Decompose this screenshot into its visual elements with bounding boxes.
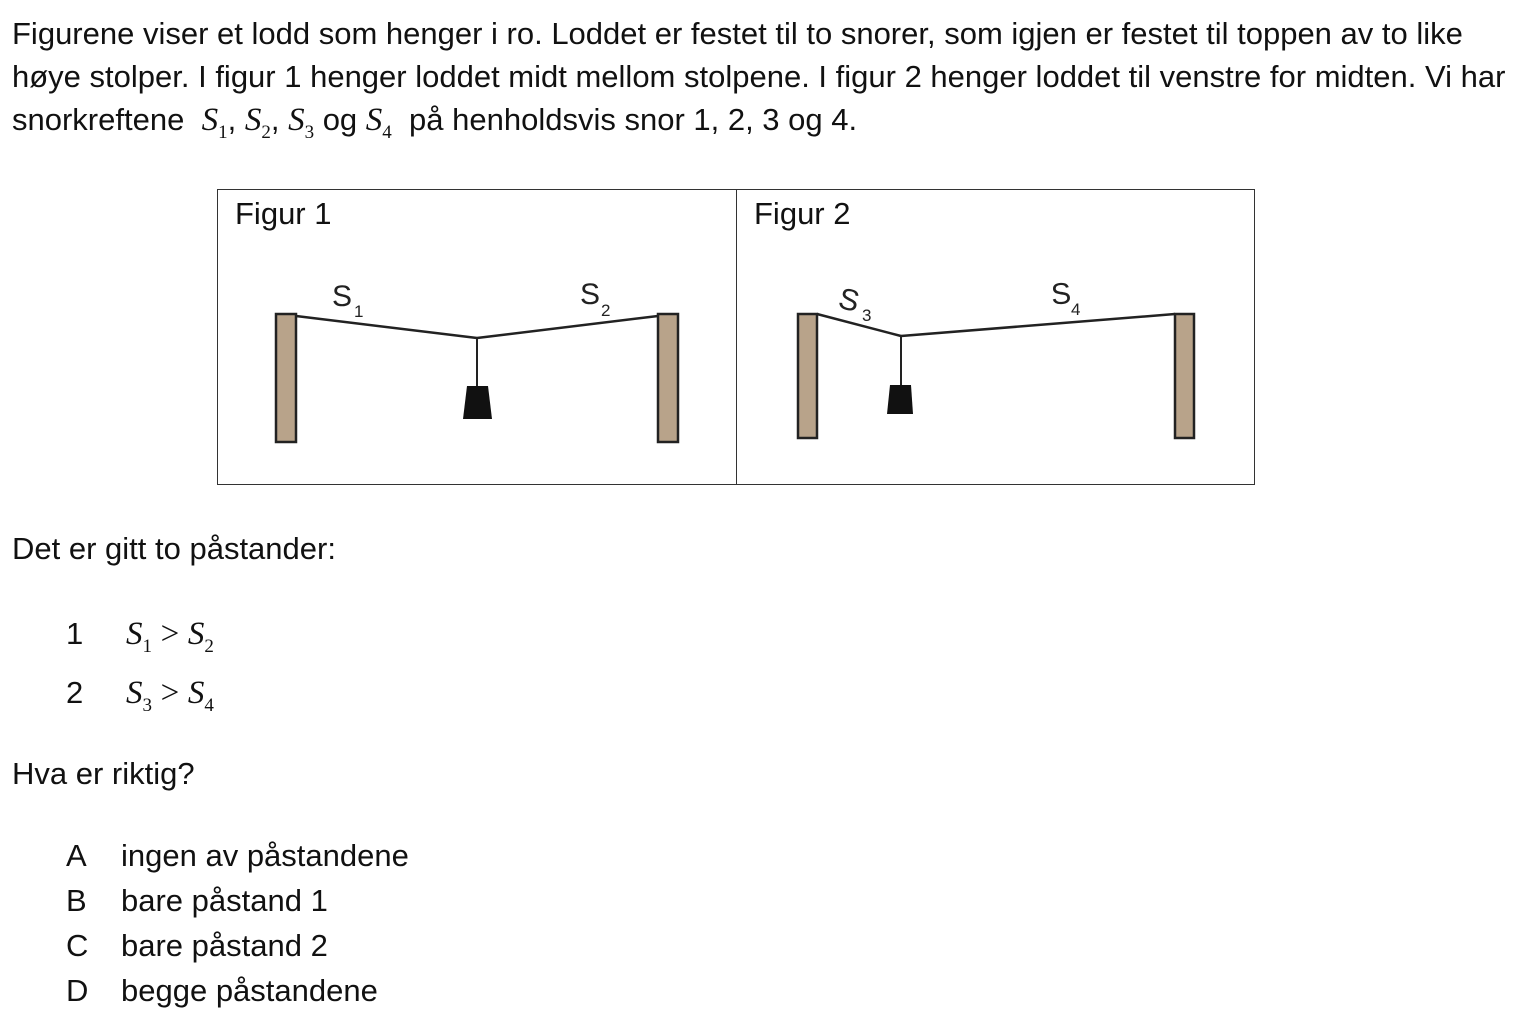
label-s1: S <box>332 280 352 313</box>
intro-tail: på henholdsvis snor 1, 2, 3 og 4. <box>409 102 858 137</box>
option-text: ingen av påstandene <box>121 838 409 873</box>
claim-right: S4 <box>187 675 214 716</box>
figure-2-title: Figur 2 <box>754 196 851 231</box>
weight <box>887 385 913 414</box>
label-s1-sub: 1 <box>354 302 363 321</box>
figure-2-diagram: S 3 S 4 <box>796 277 1196 440</box>
intro-paragraph: Figurene viser et lodd som henger i ro. … <box>12 12 1517 142</box>
right-post <box>1173 312 1196 440</box>
figure-1-title: Figur 1 <box>235 196 332 231</box>
label-s4-sub: 4 <box>1071 300 1080 319</box>
claim-1: 1 S1 > S2 <box>66 616 214 657</box>
string-1 <box>295 314 478 340</box>
figure-2: Figur 2 S 3 S 4 <box>737 190 1256 484</box>
question: Hva er riktig? <box>12 756 195 791</box>
symbol-s2: S2 <box>244 102 271 143</box>
comma: , <box>270 102 280 137</box>
option-letter: B <box>66 883 87 918</box>
option-letter: D <box>66 973 89 1008</box>
option-text: bare påstand 2 <box>121 928 328 963</box>
option-text: begge påstandene <box>121 973 378 1008</box>
label-s3-sub: 3 <box>862 306 871 325</box>
claims-intro: Det er gitt to påstander: <box>12 531 336 566</box>
comma: , <box>227 102 237 137</box>
left-post <box>796 312 819 440</box>
label-s4: S <box>1050 277 1072 311</box>
left-post <box>274 312 298 444</box>
figure-1: Figur 1 S 1 S 2 <box>218 190 737 484</box>
symbol-s4: S4 <box>365 102 392 143</box>
claim-operator: > <box>160 616 180 652</box>
figure-panel: Figur 1 S 1 S 2 Figur 2 S 3 S 4 <box>217 189 1255 485</box>
label-s2-sub: 2 <box>601 301 610 320</box>
claim-right: S2 <box>187 616 214 657</box>
claim-left: S1 <box>126 616 152 657</box>
option-letter: A <box>66 838 87 873</box>
conjunction: og <box>322 102 358 137</box>
string-3 <box>816 312 902 338</box>
intro-text: Figurene viser et lodd som henger i ro. … <box>12 16 1506 137</box>
symbol-s3: S3 <box>288 102 315 143</box>
weight <box>463 386 492 419</box>
figure-1-diagram: S 1 S 2 <box>274 278 680 444</box>
label-s3: S <box>835 282 862 319</box>
option-text: bare påstand 1 <box>121 883 328 918</box>
string-2 <box>476 314 659 340</box>
claim-number: 1 <box>66 616 84 651</box>
claim-operator: > <box>160 675 180 711</box>
claim-number: 2 <box>66 675 84 710</box>
claim-left: S3 <box>126 675 152 716</box>
string-4 <box>900 312 1176 338</box>
claim-2: 2 S3 > S4 <box>66 675 214 716</box>
option-letter: C <box>66 928 89 963</box>
right-post <box>656 312 680 444</box>
label-s2: S <box>580 278 600 311</box>
symbol-s1: S1 <box>201 102 228 143</box>
